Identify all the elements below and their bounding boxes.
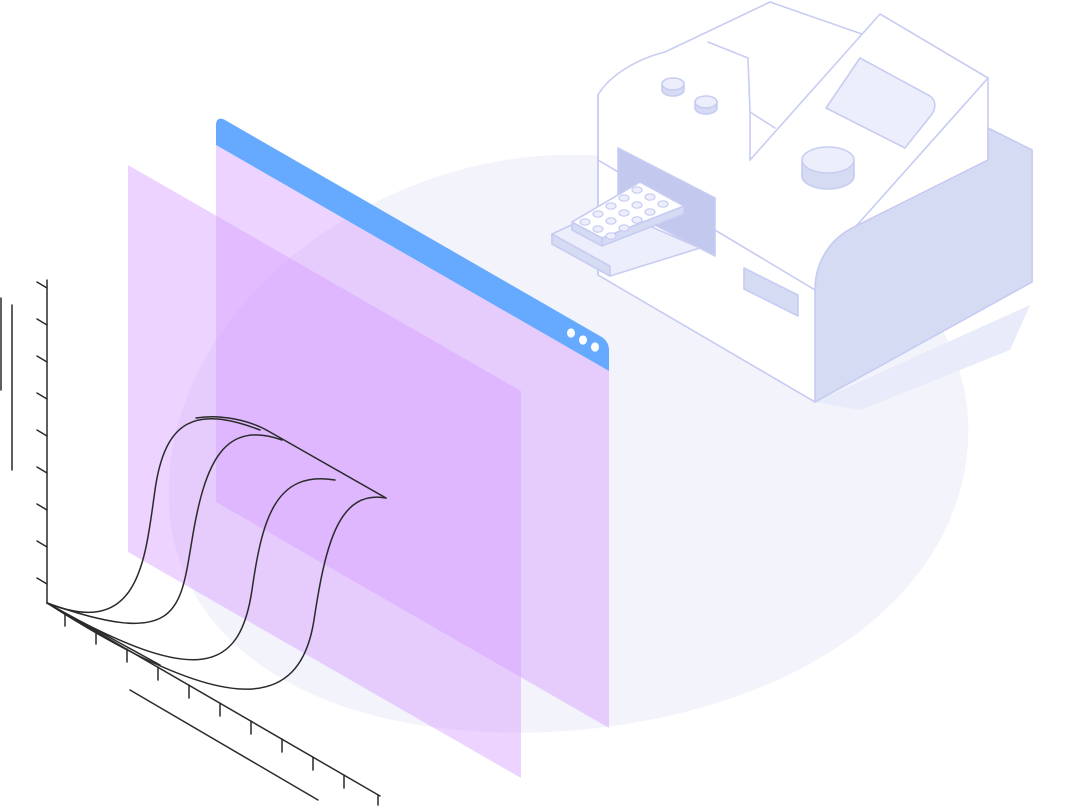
x-axis bbox=[46, 602, 381, 797]
window-panel bbox=[216, 145, 609, 728]
button-one bbox=[661, 77, 685, 97]
window-controls bbox=[567, 328, 599, 352]
app-window-icon bbox=[128, 118, 609, 778]
curve-2 bbox=[46, 434, 283, 625]
curve-ridge bbox=[195, 416, 387, 499]
microplate-wells bbox=[579, 186, 669, 240]
microplate-icon bbox=[571, 181, 685, 247]
y-axis-ticks bbox=[36, 281, 48, 585]
instrument-lid-seam bbox=[707, 41, 776, 129]
tray-platform-edge bbox=[551, 233, 611, 277]
front-panel-slot bbox=[743, 267, 799, 317]
dial-knob bbox=[801, 146, 855, 190]
instrument-glow bbox=[815, 305, 1030, 410]
curve-4 bbox=[46, 496, 387, 690]
window-dot-icon bbox=[567, 328, 575, 338]
sigmoid-curves-3d-icon bbox=[0, 279, 387, 806]
window-dot-icon bbox=[579, 335, 587, 345]
button-two bbox=[694, 95, 718, 115]
microplate-reader-icon bbox=[551, 1, 1033, 410]
display-screen bbox=[825, 57, 936, 149]
window-title-bar bbox=[216, 118, 609, 371]
back-purple-panel bbox=[128, 165, 521, 778]
window-dot-icon bbox=[591, 342, 599, 352]
x-axis-label-bar bbox=[129, 689, 319, 801]
curve-1 bbox=[46, 417, 261, 614]
curve-ridge-bottom bbox=[46, 602, 161, 666]
curve-3 bbox=[46, 478, 336, 661]
